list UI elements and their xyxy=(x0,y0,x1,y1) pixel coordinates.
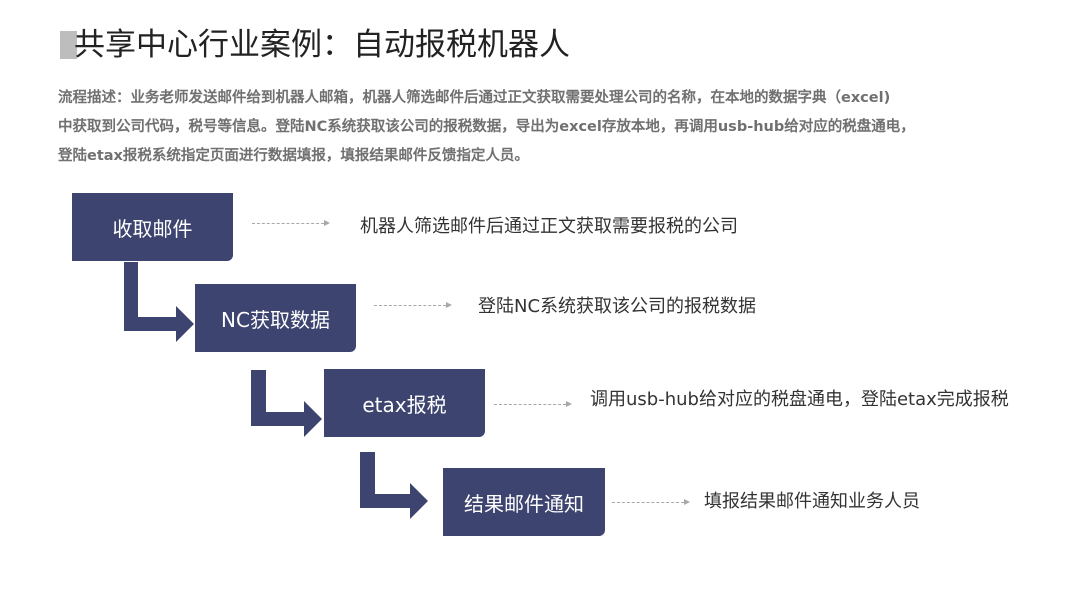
step-detail: 登陆NC系统获取该公司的报税数据 xyxy=(478,296,757,317)
connector-arrow-icon xyxy=(446,302,452,308)
step-label: etax报税 xyxy=(362,392,447,417)
description-line-1: 流程描述：业务老师发送邮件给到机器人邮箱，机器人筛选邮件后通过正文获取需要处理公… xyxy=(58,90,891,106)
connector-arrow-icon xyxy=(324,220,330,226)
step-label: 收取邮件 xyxy=(112,216,193,241)
connector-line xyxy=(612,502,684,503)
step-box-receive-mail: 收取邮件 xyxy=(72,193,233,261)
step-label: NC获取数据 xyxy=(221,307,330,332)
connector-line xyxy=(252,223,324,224)
step-detail: 机器人筛选邮件后通过正文获取需要报税的公司 xyxy=(360,216,738,237)
step-detail: 调用usb-hub给对应的税盘通电，登陆etax完成报税 xyxy=(590,389,1009,410)
step-label: 结果邮件通知 xyxy=(464,491,584,516)
title-marker xyxy=(60,31,77,59)
process-description: 流程描述：业务老师发送邮件给到机器人邮箱，机器人筛选邮件后通过正文获取需要处理公… xyxy=(58,84,1058,171)
connector-arrow-icon xyxy=(566,401,572,407)
step-detail: 填报结果邮件通知业务人员 xyxy=(704,491,920,512)
connector-line xyxy=(374,305,446,306)
step-box-etax: etax报税 xyxy=(324,369,485,437)
description-line-3: 登陆etax报税系统指定页面进行数据填报，填报结果邮件反馈指定人员。 xyxy=(58,148,529,164)
description-line-2: 中获取到公司代码，税号等信息。登陆NC系统获取该公司的报税数据，导出为excel… xyxy=(58,119,915,135)
connector-arrow-icon xyxy=(684,499,690,505)
step-box-nc-data: NC获取数据 xyxy=(195,284,356,352)
connector-line xyxy=(494,404,566,405)
page-title: 共享中心行业案例：自动报税机器人 xyxy=(74,27,570,63)
step-box-result-mail: 结果邮件通知 xyxy=(443,468,605,536)
